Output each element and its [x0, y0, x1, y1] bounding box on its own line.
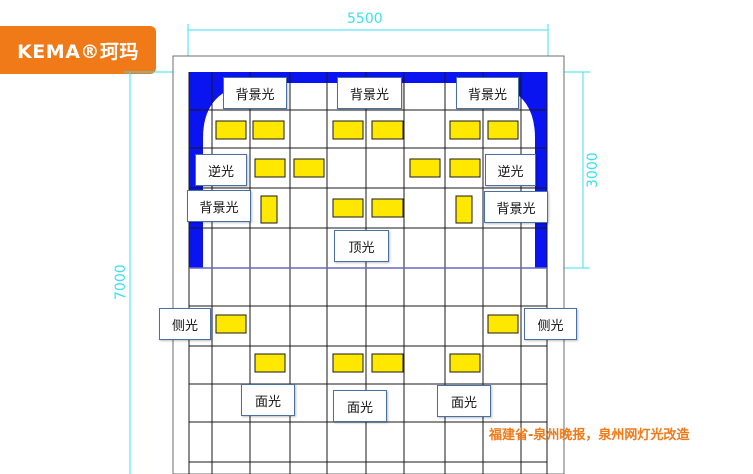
credit-text: 福建省-泉州晚报，泉州网灯光改造: [489, 428, 690, 443]
lamp-fixture: [260, 195, 278, 224]
lamp-fixture: [371, 198, 404, 218]
lamp-fixture: [252, 120, 285, 140]
lamp-fixture: [215, 314, 247, 334]
label-front-2: 面光: [333, 390, 387, 422]
label-reverse-right: 逆光: [485, 154, 536, 186]
label-front-1: 面光: [241, 384, 295, 416]
lamp-fixture: [332, 353, 364, 373]
upstage-dimension: 3000: [585, 152, 601, 188]
lamp-fixture: [215, 120, 247, 140]
label-front-3: 面光: [437, 385, 491, 417]
label-backlight-left: 背景光: [187, 190, 251, 222]
logo-text: KEMA®珂玛: [17, 40, 139, 63]
width-dimension: 5500: [347, 11, 383, 27]
label-backlight-2: 背景光: [337, 77, 402, 109]
lamp-fixture: [371, 120, 404, 140]
lamp-fixture: [487, 314, 519, 334]
label-top: 顶光: [334, 230, 389, 262]
lamp-fixture: [449, 158, 481, 178]
lamp-fixture: [449, 353, 481, 373]
lamp-fixture: [409, 158, 441, 178]
label-side-right: 侧光: [524, 308, 577, 340]
lamp-fixture: [254, 158, 286, 178]
lamp-fixture: [254, 353, 286, 373]
label-backlight-right: 背景光: [484, 191, 548, 223]
kema-logo: KEMA®珂玛: [0, 26, 156, 74]
label-backlight-1: 背景光: [223, 77, 287, 109]
lamp-fixture: [293, 158, 325, 178]
label-reverse-left: 逆光: [195, 154, 247, 186]
lamp-fixture: [449, 120, 481, 140]
label-backlight-3: 背景光: [456, 77, 519, 109]
depth-dimension: 7000: [113, 264, 129, 300]
lamp-fixture: [371, 353, 404, 373]
lamp-fixture: [332, 120, 364, 140]
lamp-fixture: [487, 120, 519, 140]
lamp-fixture: [455, 195, 473, 224]
dimension-lines: [124, 24, 590, 474]
label-side-left: 侧光: [159, 308, 211, 340]
lamp-fixture: [332, 198, 364, 218]
lamps: [215, 120, 519, 373]
